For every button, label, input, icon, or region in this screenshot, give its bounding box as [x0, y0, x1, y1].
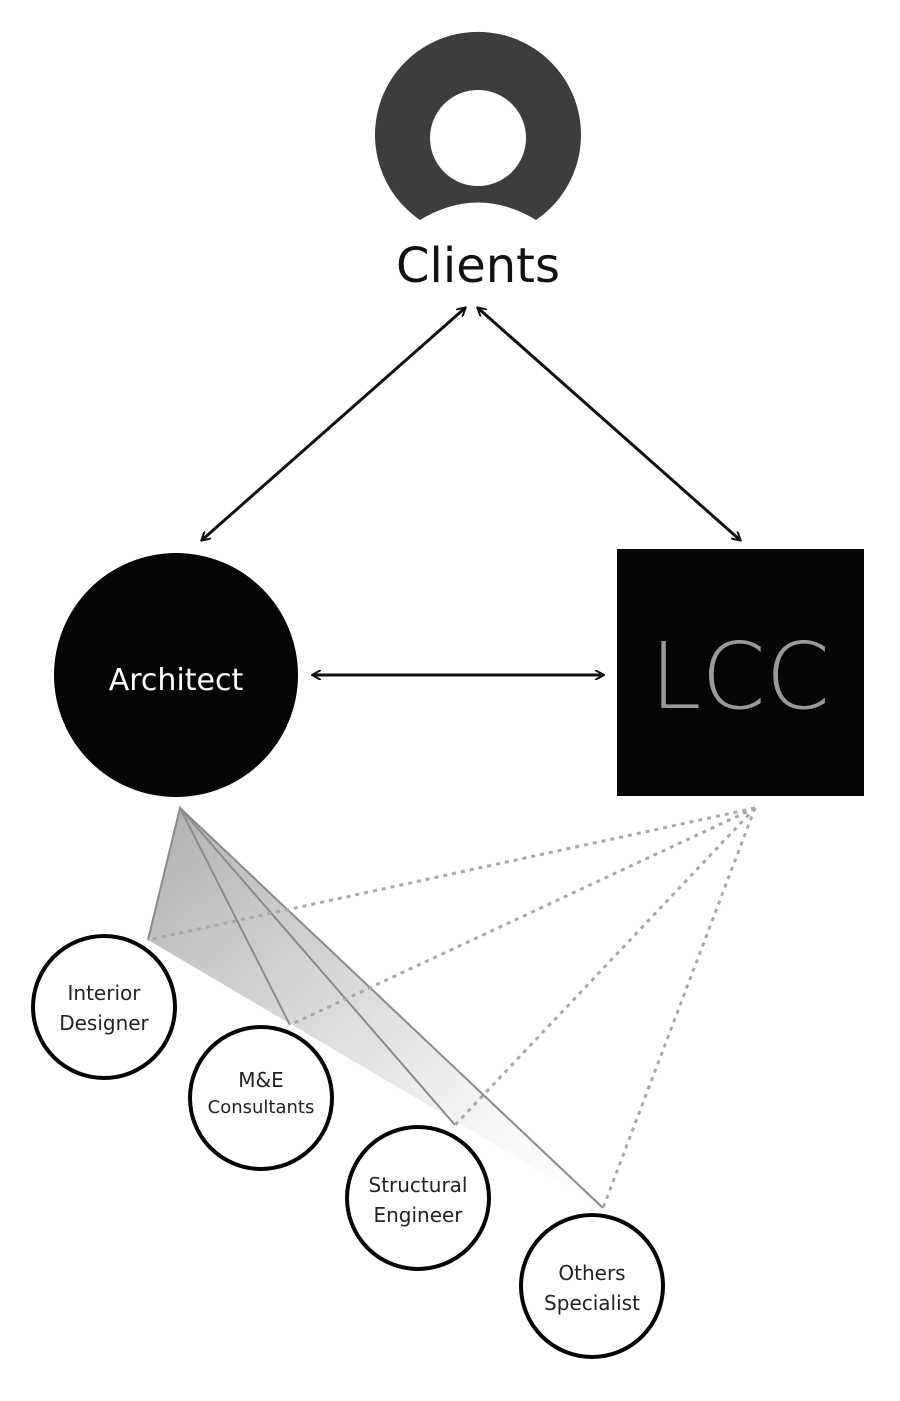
clients-lcc-arrow	[478, 308, 740, 540]
lcc-specialist-dotted-lines	[147, 806, 757, 1209]
specialist-interior-designer: Interior Designer	[31, 934, 177, 1080]
architect-label: Architect	[109, 663, 244, 698]
structural-engineer-label-line1: Structural	[369, 1173, 468, 1197]
client-user-icon	[375, 31, 581, 220]
others-specialist-label-line1: Others	[558, 1261, 625, 1285]
architect-specialist-fan	[147, 805, 604, 1209]
lcc-node	[617, 549, 864, 796]
structural-engineer-label-line2: Engineer	[373, 1203, 463, 1227]
clients-architect-arrow	[202, 308, 465, 540]
specialist-others-specialist: Others Specialist	[519, 1213, 665, 1359]
me-consultants-label-line2: Consultants	[208, 1097, 315, 1118]
others-specialist-label-line2: Specialist	[544, 1291, 640, 1315]
interior-designer-label-line1: Interior	[68, 981, 142, 1005]
me-consultants-label-line1: M&E	[238, 1068, 284, 1092]
specialist-me-consultants: M&E Consultants	[188, 1025, 334, 1171]
lcc-label: LCC	[650, 623, 830, 730]
clients-label: Clients	[396, 238, 560, 294]
architect-node	[54, 553, 298, 797]
specialist-structural-engineer: Structural Engineer	[345, 1125, 491, 1271]
interior-designer-label-line2: Designer	[59, 1011, 149, 1035]
